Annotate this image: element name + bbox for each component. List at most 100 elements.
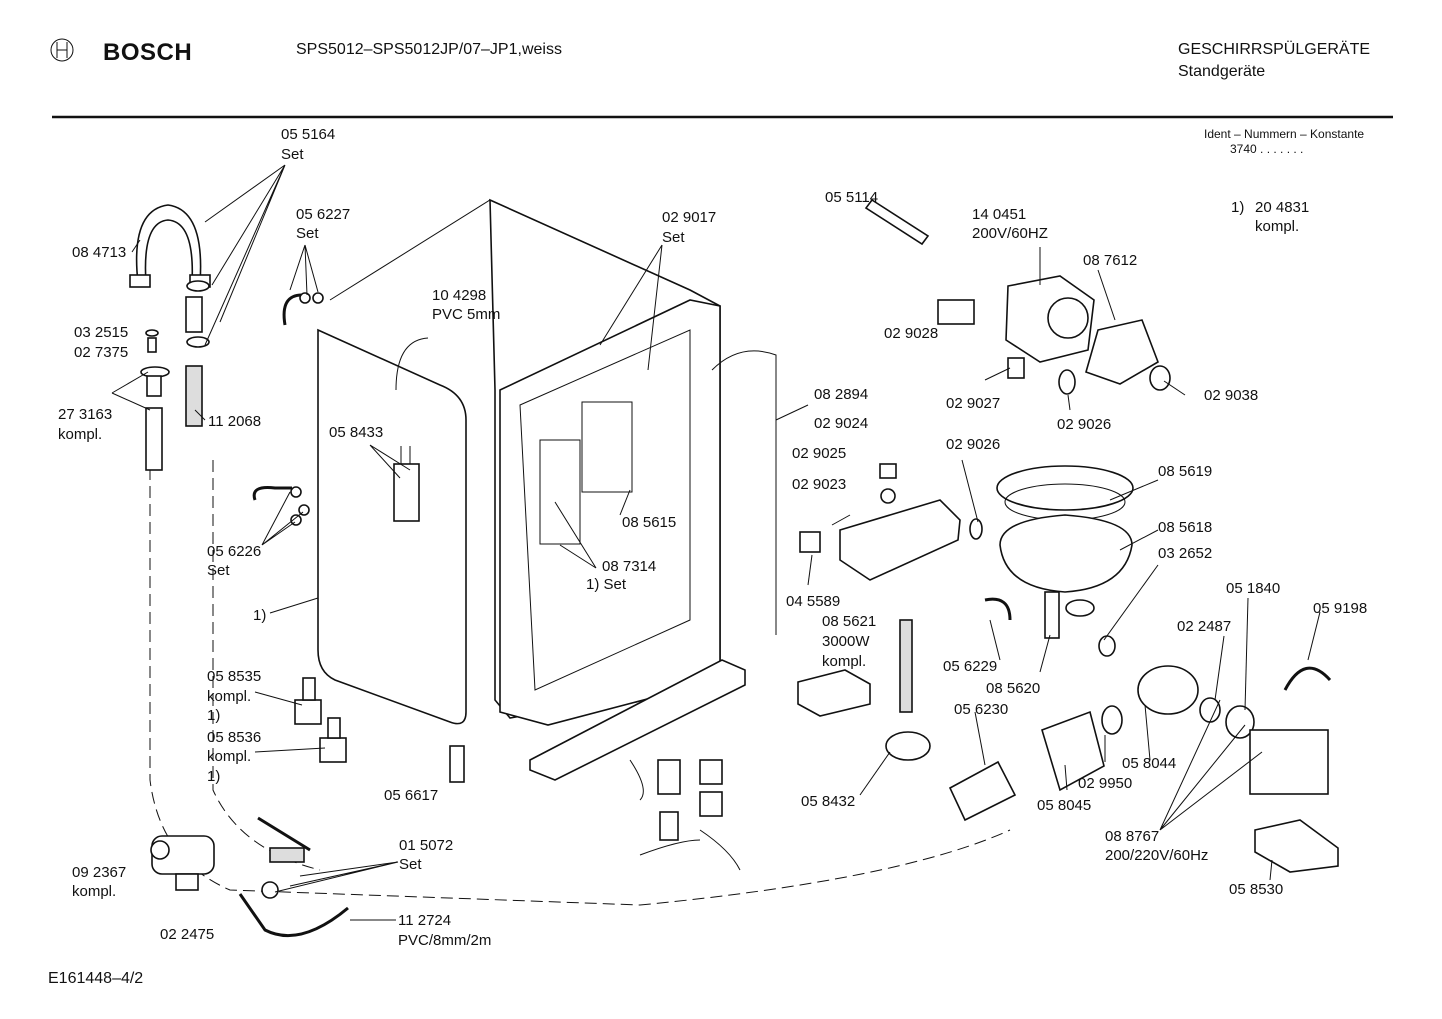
part-label-058432: 05 8432 [801,793,855,810]
base-plate [529,659,746,781]
small-clip [449,745,465,783]
part-label-085619: 08 5619 [1158,463,1212,480]
part-label-112068: 11 2068 [208,413,261,430]
o-ring [1149,365,1171,391]
heater-assembly [839,499,983,581]
part-label-084713: 08 4713 [72,244,126,261]
drain-hose-elbow [984,597,1012,621]
overflow-sensor [393,446,420,522]
part-label-029024: 02 9024 [814,415,868,432]
part-label-022475: 02 2475 [160,926,214,943]
part-label-029023: 02 9023 [792,476,846,493]
part-label-058045: 05 8045 [1037,797,1091,814]
drain-pump-housing [1137,665,1199,715]
part-label-087612: 08 7612 [1083,252,1137,269]
part-label-056230: 05 6230 [954,701,1008,718]
gasket-ring [1058,369,1076,395]
heater-rod [864,198,930,246]
sump-filter [996,465,1134,521]
leader-lines [111,164,1321,921]
footnote-part: 20 4831 [1255,199,1309,216]
pump-cover [1254,819,1339,873]
part-label-085620: 08 5620 [986,680,1040,697]
appliance-subcategory: Standgeräte [1178,63,1265,80]
part-label-085615: 08 5615 [622,514,676,531]
brand-name: BOSCH [103,39,192,66]
drain-pump-motor [1249,729,1329,795]
part-label-029950: 02 9950 [1078,775,1132,792]
part-label-029025: 02 9025 [792,445,846,462]
bosch-logo-icon [50,38,74,62]
ident-title: Ident – Nummern – Konstante [1204,127,1364,141]
pipe-section [145,407,163,471]
part-label-029038: 02 9038 [1204,387,1258,404]
part-label-029028: 02 9028 [884,325,938,342]
part-label-ref1a: 1) [253,607,266,624]
part-label-032652: 03 2652 [1158,545,1212,562]
part-label-056617: 05 6617 [384,787,438,804]
part-label-056229: 05 6229 [943,658,997,675]
drawing-code: E161448–4/2 [48,970,143,987]
connector-box [937,299,975,325]
spring [831,514,851,526]
drain-connector [948,760,1017,822]
part-label-055114: 05 5114 [825,189,878,206]
sump-housing [999,514,1133,639]
part-label-029026b: 02 9026 [946,436,1000,453]
part-label-029026a: 02 9026 [1057,416,1111,433]
elbow-hoses-lower [252,486,310,526]
thermostat [879,463,897,479]
footnote-desc: kompl. [1255,218,1299,235]
pressure-tube [899,619,913,713]
part-label-029027: 02 9027 [946,395,1000,412]
solenoid-valve-upper [294,677,322,725]
door-seal [711,350,777,635]
part-label-058044: 05 8044 [1122,755,1176,772]
tub-side-panel [317,328,467,725]
hose-clamp-bracket [129,204,211,288]
temperature-sensor [799,531,821,553]
bushing [1007,357,1025,379]
wiring-harness [629,759,741,871]
pvc-tube [395,337,429,391]
part-label-045589: 04 5589 [786,593,840,610]
part-label-022487: 02 2487 [1177,618,1231,635]
bracket [797,669,871,717]
pump-seal [1101,705,1123,735]
part-label-087314: 08 7314 [602,558,656,575]
clamp [1283,666,1332,691]
base-outline [149,450,1011,906]
tub-frame [329,198,721,726]
seal-ring [880,488,896,504]
impeller [1199,697,1221,723]
hose-outline [212,460,321,871]
ident-value: 3740 . . . . . . . [1230,142,1303,156]
footnote-ref: 1) [1231,199,1244,216]
appliance-category: GESCHIRRSPÜLGERÄTE [1178,40,1370,58]
corrugated-hose [185,365,203,427]
inlet-hose-set [238,816,349,938]
impeller-disc [1225,705,1255,739]
sump-seal [1098,635,1116,657]
inlet-valve [150,835,215,891]
part-label-051840: 05 1840 [1226,580,1280,597]
part-label-058433: 05 8433 [329,424,383,441]
hose-clip [185,280,210,348]
spray-nozzle [140,329,170,397]
